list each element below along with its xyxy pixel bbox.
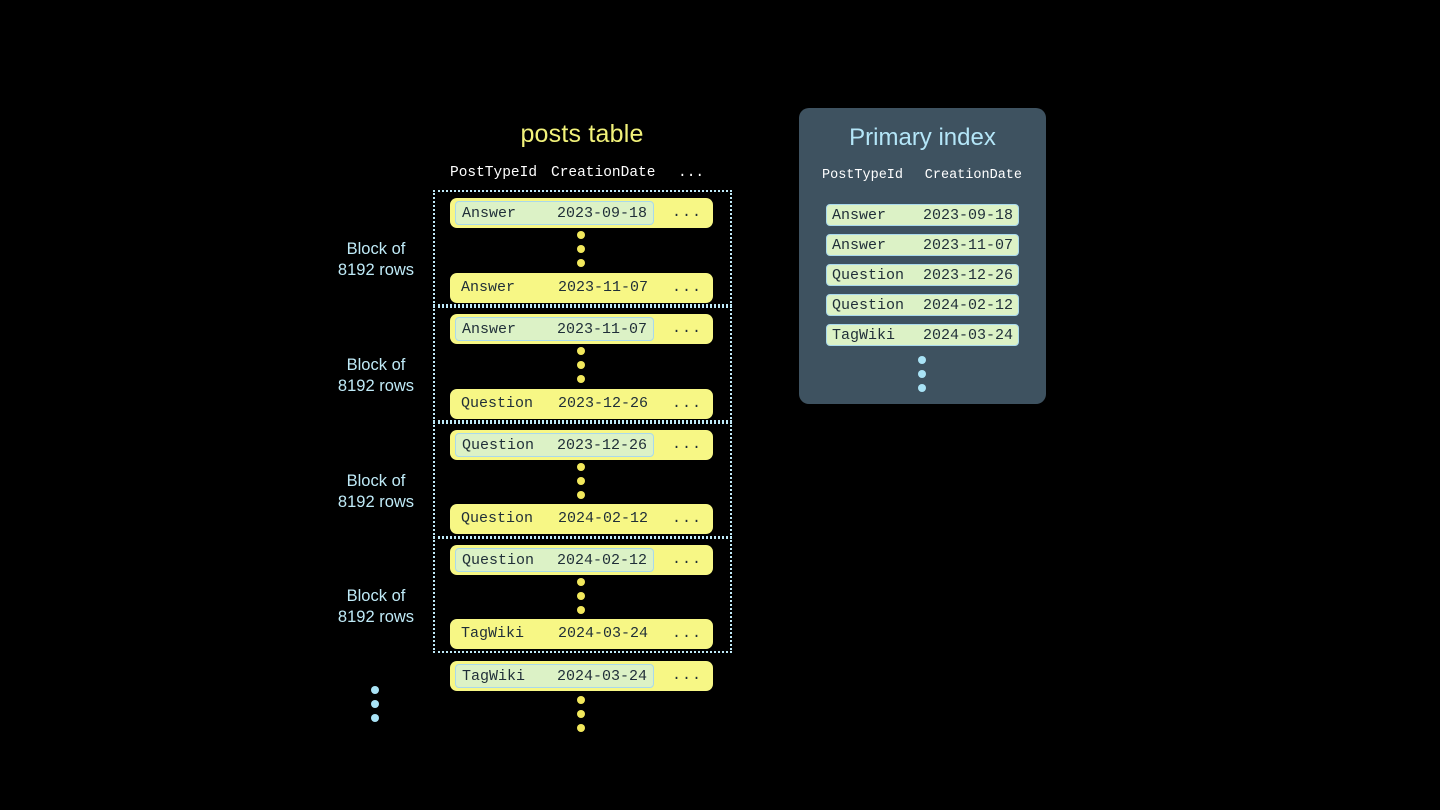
table-row[interactable]: Answer 2023-11-07 ... — [450, 314, 713, 344]
index-row[interactable]: TagWiki 2024-03-24 — [826, 324, 1019, 346]
block-2-label-line2: 8192 rows — [337, 377, 415, 395]
row-ellipsis-dots — [575, 463, 587, 499]
cell-post-type-id: Answer — [461, 279, 516, 296]
cell-post-type-id: Answer — [462, 205, 517, 222]
block-1-label: Block of 8192 rows — [316, 239, 436, 281]
block-3-label-line2: 8192 rows — [337, 493, 415, 511]
cell-creation-date: 2023-09-18 — [556, 205, 647, 222]
index-row[interactable]: Question 2024-02-12 — [826, 294, 1019, 316]
cell-more: ... — [672, 436, 703, 453]
block-2-label-line1: Block of — [346, 356, 406, 374]
cell-post-type-id: Question — [462, 437, 535, 454]
table-row[interactable]: Answer 2023-11-07 ... — [450, 273, 713, 303]
block-3-label-line1: Block of — [346, 472, 406, 490]
block-1-label-line2: 8192 rows — [337, 261, 415, 279]
block-ellipsis-dots — [369, 686, 381, 722]
cell-more: ... — [672, 551, 703, 568]
block-2 — [433, 306, 732, 422]
page-title: posts table — [520, 120, 644, 148]
cell-creation-date: 2023-11-07 — [922, 237, 1013, 254]
cell-more: ... — [672, 279, 703, 296]
cell-post-type-id: Answer — [832, 207, 887, 224]
cell-creation-date: 2024-02-12 — [557, 510, 648, 527]
block-1 — [433, 190, 732, 306]
row-highlight-box: Question 2024-02-12 — [455, 548, 654, 572]
column-header-post-type-id: PostTypeId — [822, 168, 904, 183]
row-highlight-box: Answer 2023-09-18 — [455, 201, 654, 225]
cell-post-type-id: Question — [461, 395, 534, 412]
cell-more: ... — [672, 204, 703, 221]
cell-post-type-id: Question — [462, 552, 535, 569]
row-cells: Answer 2023-11-07 — [455, 276, 654, 300]
column-header-more: ... — [678, 165, 705, 181]
cell-more: ... — [672, 510, 703, 527]
cell-post-type-id: TagWiki — [461, 625, 525, 642]
table-row-trailing[interactable]: TagWiki 2024-03-24 ... — [450, 661, 713, 691]
posts-table-column-headers: PostTypeId CreationDate ... — [450, 165, 713, 185]
index-row[interactable]: Question 2023-12-26 — [826, 264, 1019, 286]
row-ellipsis-dots — [575, 231, 587, 267]
primary-index-panel: Primary index PostTypeId CreationDate An… — [799, 108, 1046, 404]
column-header-post-type-id: PostTypeId — [450, 165, 538, 181]
cell-post-type-id: TagWiki — [832, 327, 896, 344]
row-ellipsis-dots — [575, 347, 587, 383]
block-4-label-line1: Block of — [346, 587, 406, 605]
table-row[interactable]: Answer 2023-09-18 ... — [450, 198, 713, 228]
cell-creation-date: 2023-09-18 — [922, 207, 1013, 224]
row-highlight-box: Question 2023-12-26 — [455, 433, 654, 457]
primary-index-column-headers: PostTypeId CreationDate — [822, 168, 1022, 188]
block-4 — [433, 537, 732, 653]
table-row[interactable]: Question 2023-12-26 ... — [450, 389, 713, 419]
block-1-label-line1: Block of — [346, 240, 406, 258]
cell-post-type-id: Question — [461, 510, 534, 527]
index-ellipsis-dots — [916, 356, 928, 392]
cell-post-type-id: Answer — [462, 321, 517, 338]
cell-creation-date: 2023-12-26 — [556, 437, 647, 454]
cell-creation-date: 2024-03-24 — [922, 327, 1013, 344]
column-header-creation-date: CreationDate — [551, 165, 656, 181]
cell-creation-date: 2024-03-24 — [556, 668, 647, 685]
table-row[interactable]: Question 2023-12-26 ... — [450, 430, 713, 460]
cell-more: ... — [672, 667, 703, 684]
row-highlight-box: Answer 2023-11-07 — [455, 317, 654, 341]
cell-creation-date: 2023-11-07 — [557, 279, 648, 296]
cell-post-type-id: Question — [832, 267, 905, 284]
cell-creation-date: 2023-12-26 — [557, 395, 648, 412]
row-highlight-box: TagWiki 2024-03-24 — [455, 664, 654, 688]
block-3-label: Block of 8192 rows — [316, 471, 436, 513]
row-cells: TagWiki 2024-03-24 — [455, 622, 654, 646]
column-header-creation-date: CreationDate — [924, 168, 1022, 183]
cell-more: ... — [672, 395, 703, 412]
cell-creation-date: 2023-11-07 — [556, 321, 647, 338]
cell-creation-date: 2024-03-24 — [557, 625, 648, 642]
table-ellipsis-dots — [575, 696, 587, 732]
index-row[interactable]: Answer 2023-11-07 — [826, 234, 1019, 256]
cell-post-type-id: Question — [832, 297, 905, 314]
table-row[interactable]: TagWiki 2024-03-24 ... — [450, 619, 713, 649]
cell-creation-date: 2024-02-12 — [556, 552, 647, 569]
row-cells: Question 2023-12-26 — [455, 392, 654, 416]
table-row[interactable]: Question 2024-02-12 ... — [450, 545, 713, 575]
cell-more: ... — [672, 625, 703, 642]
block-4-label: Block of 8192 rows — [316, 586, 436, 628]
cell-more: ... — [672, 320, 703, 337]
block-4-label-line2: 8192 rows — [337, 608, 415, 626]
cell-post-type-id: TagWiki — [462, 668, 526, 685]
block-2-label: Block of 8192 rows — [316, 355, 436, 397]
cell-creation-date: 2023-12-26 — [922, 267, 1013, 284]
primary-index-title: Primary index — [849, 124, 996, 151]
row-ellipsis-dots — [575, 578, 587, 614]
table-row[interactable]: Question 2024-02-12 ... — [450, 504, 713, 534]
cell-creation-date: 2024-02-12 — [922, 297, 1013, 314]
cell-post-type-id: Answer — [832, 237, 887, 254]
index-row[interactable]: Answer 2023-09-18 — [826, 204, 1019, 226]
row-cells: Question 2024-02-12 — [455, 507, 654, 531]
